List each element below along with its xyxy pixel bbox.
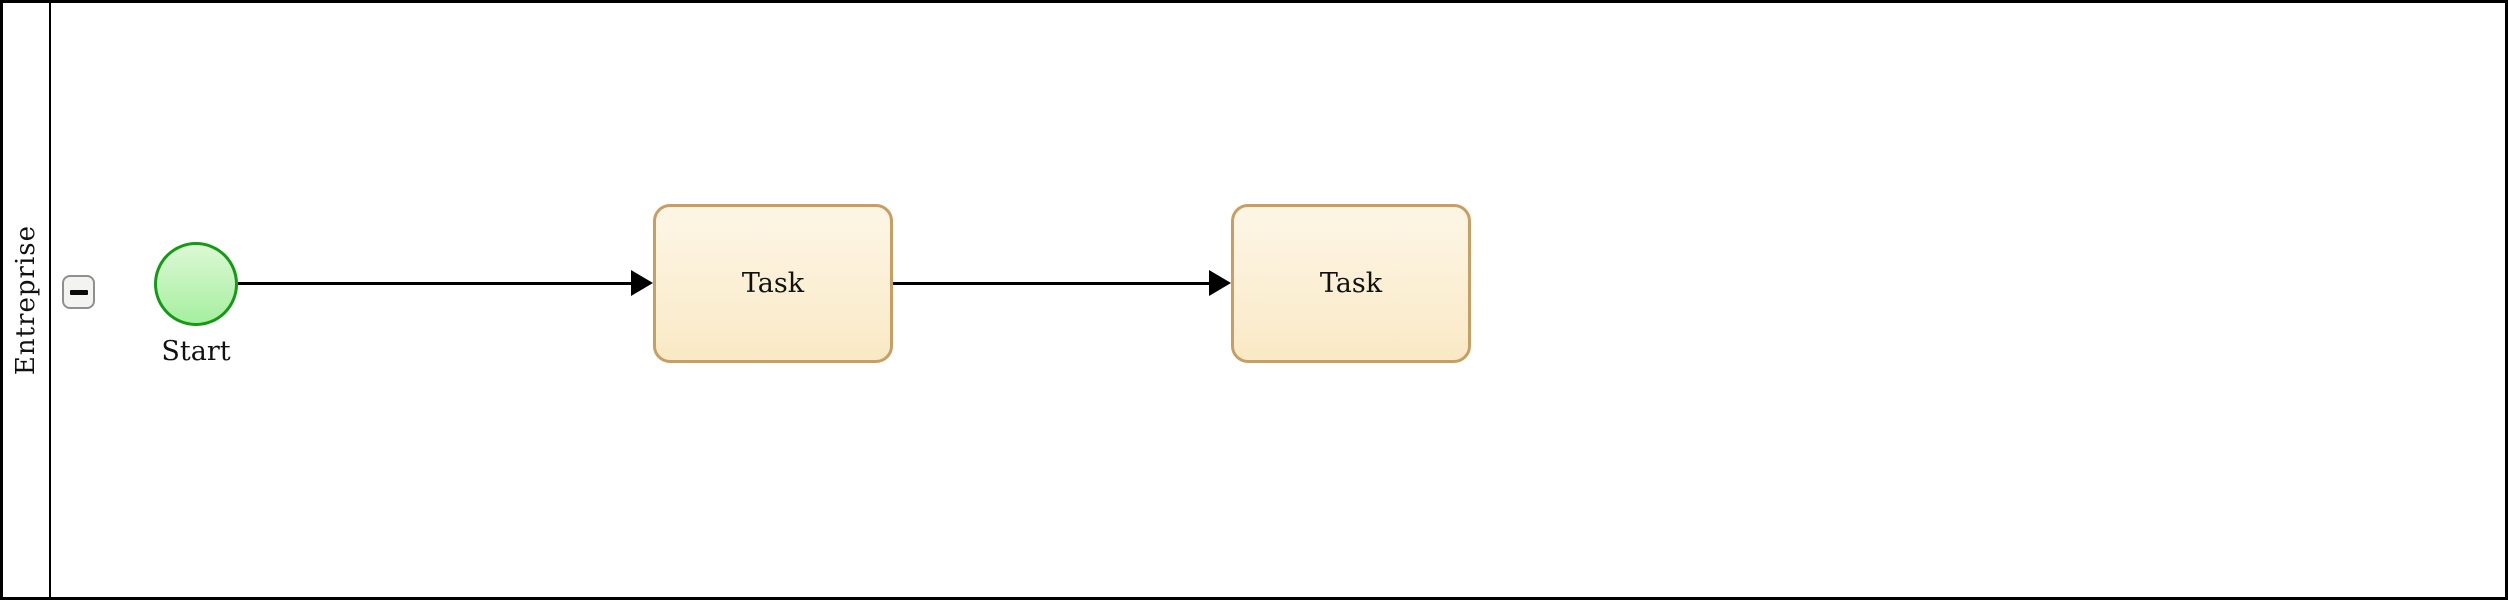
pool-lane-header[interactable]: Entreprise xyxy=(3,3,51,597)
pool-label: Entreprise xyxy=(11,224,41,376)
task-2-label: Task xyxy=(1319,268,1383,299)
task-1[interactable]: Task xyxy=(653,204,893,363)
start-event-label: Start xyxy=(161,336,231,367)
task-2[interactable]: Task xyxy=(1231,204,1471,363)
start-event[interactable] xyxy=(154,242,238,326)
arrowhead-icon xyxy=(1209,270,1231,296)
sequence-flow-start-task1[interactable] xyxy=(238,282,633,285)
minus-icon xyxy=(69,289,88,295)
sequence-flow-task1-task2[interactable] xyxy=(893,282,1211,285)
arrowhead-icon xyxy=(631,270,653,296)
pool-collapse-button[interactable] xyxy=(62,275,95,309)
task-1-label: Task xyxy=(741,268,805,299)
